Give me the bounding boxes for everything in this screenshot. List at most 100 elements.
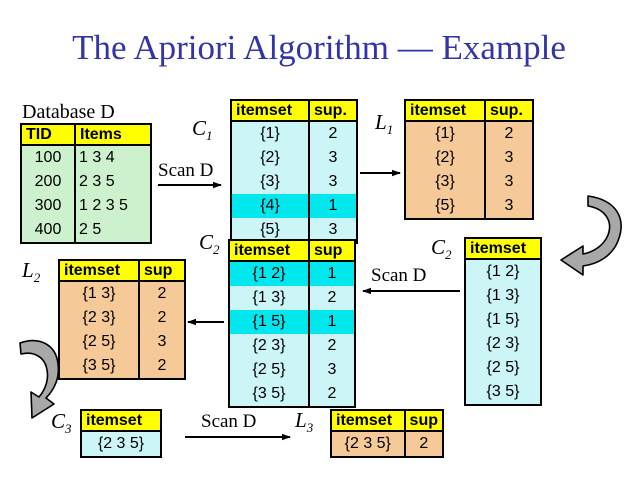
label-l3: L3: [295, 408, 314, 436]
database-table: TID Items 100 1 3 4 200 2 3 5 300 1 2 3 …: [20, 123, 152, 244]
cell-tid: 100: [22, 145, 76, 170]
column-header-sup: sup: [404, 411, 442, 432]
cell-items: 2 3 5: [75, 170, 150, 194]
scan-d-label-1: Scan D: [158, 160, 214, 181]
c1-table: itemset sup. {1} 2 {2} 3 {3} 3 {4}: [230, 99, 358, 244]
cell-sup: 3: [309, 218, 356, 242]
table-row: 300 1 2 3 5: [22, 194, 150, 218]
table-row: {3} 3: [232, 170, 356, 194]
cell-itemset: {2 3}: [466, 332, 540, 356]
table-header-row: itemset: [82, 411, 160, 432]
cell-sup: 2: [139, 354, 184, 378]
cell-itemset: {3}: [232, 170, 310, 194]
scan-d-label-2: Scan D: [371, 265, 427, 286]
table-row: {2 5} 3: [60, 330, 184, 354]
cell-itemset: {3}: [406, 170, 486, 194]
cell-tid: 200: [22, 170, 76, 194]
table-row: 100 1 3 4: [22, 145, 150, 170]
cell-itemset: {2}: [406, 146, 486, 170]
cell-itemset: {3 5}: [230, 382, 310, 406]
table-row: {3 5} 2: [60, 354, 184, 378]
column-header-itemset: itemset: [232, 101, 310, 122]
label-l2: L2: [22, 258, 41, 286]
cell-itemset: {2 5}: [60, 330, 140, 354]
label-c3: C3: [51, 409, 72, 437]
table-row: {1 3}: [466, 284, 540, 308]
cell-sup: 2: [139, 306, 184, 330]
l2-table: itemset sup {1 3} 2 {2 3} 2 {2 5} 3: [58, 259, 186, 380]
cell-itemset: {1 2}: [230, 261, 310, 286]
curved-arrow-right: [560, 195, 622, 276]
cell-items: 1 2 3 5: [75, 194, 150, 218]
table-row: 200 2 3 5: [22, 170, 150, 194]
cell-sup: 2: [309, 334, 354, 358]
table-header-row: itemset sup.: [232, 101, 356, 122]
table-row: {2 5} 3: [230, 358, 354, 382]
cell-itemset: {2 3 5}: [332, 431, 406, 456]
table-row: {3} 3: [406, 170, 532, 194]
table-header-row: itemset: [466, 239, 540, 260]
table-row: 400 2 5: [22, 218, 150, 242]
table-header-row: itemset sup: [60, 261, 184, 282]
cell-itemset: {1}: [406, 121, 486, 146]
cell-sup: 3: [485, 170, 532, 194]
l1-table: itemset sup. {1} 2 {2} 3 {3} 3 {5}: [404, 99, 534, 220]
label-l1: L1: [375, 110, 394, 138]
table-row: {1 3} 2: [230, 286, 354, 310]
curved-arrow-left: [19, 339, 60, 419]
cell-sup: 3: [485, 146, 532, 170]
cell-itemset: {1 5}: [466, 308, 540, 332]
cell-sup: 3: [139, 330, 184, 354]
table-row: {5} 3: [232, 218, 356, 242]
label-c1: C1: [192, 116, 213, 144]
table-header-row: itemset sup: [230, 241, 354, 262]
column-header-itemset: itemset: [332, 411, 406, 432]
table-row-pruned: {4} 1: [232, 194, 356, 218]
cell-sup: 1: [309, 261, 354, 286]
table-row: {2 3} 2: [230, 334, 354, 358]
column-header-itemset: itemset: [82, 411, 160, 432]
column-header-tid: TID: [22, 125, 76, 146]
cell-itemset: {3 5}: [60, 354, 140, 378]
cell-itemset: {1 3}: [230, 286, 310, 310]
table-row: {3 5}: [466, 380, 540, 404]
column-header-itemset: itemset: [466, 239, 540, 260]
table-row: {2} 3: [232, 146, 356, 170]
cell-itemset: {2 5}: [230, 358, 310, 382]
cell-sup: 2: [404, 431, 442, 456]
c3-table: itemset {2 3 5}: [80, 409, 162, 458]
cell-itemset: {2 5}: [466, 356, 540, 380]
l3-table: itemset sup {2 3 5} 2: [330, 409, 444, 458]
column-header-itemset: itemset: [60, 261, 140, 282]
table-row: {2 3 5}: [82, 431, 160, 456]
cell-items: 1 3 4: [75, 145, 150, 170]
table-row: {1 2}: [466, 259, 540, 284]
table-row: {2 3 5} 2: [332, 431, 442, 456]
c2-itemset-table: itemset {1 2} {1 3} {1 5} {2 3} {2 5} {3…: [464, 237, 542, 406]
table-header-row: TID Items: [22, 125, 150, 146]
table-row: {5} 3: [406, 194, 532, 218]
table-header-row: itemset sup: [332, 411, 442, 432]
cell-itemset: {1 3}: [466, 284, 540, 308]
column-header-itemset: itemset: [406, 101, 486, 122]
cell-itemset: {2}: [232, 146, 310, 170]
table-row: {2 3} 2: [60, 306, 184, 330]
cell-sup: 3: [309, 146, 356, 170]
cell-itemset: {2 3 5}: [82, 431, 160, 456]
cell-sup: 2: [139, 281, 184, 306]
table-row: {1} 2: [232, 121, 356, 146]
cell-sup: 2: [309, 121, 356, 146]
c2-support-table: itemset sup {1 2} 1 {1 3} 2 {1 5} 1: [228, 239, 356, 408]
table-row: {1 5}: [466, 308, 540, 332]
cell-itemset: {1 2}: [466, 259, 540, 284]
cell-itemset: {1 5}: [230, 310, 310, 334]
cell-sup: 3: [309, 170, 356, 194]
cell-sup: 1: [309, 310, 354, 334]
cell-itemset: {2 3}: [230, 334, 310, 358]
cell-itemset: {1}: [232, 121, 310, 146]
cell-sup: 2: [485, 121, 532, 146]
column-header-sup: sup.: [309, 101, 356, 122]
table-row: {1 3} 2: [60, 281, 184, 306]
column-header-itemset: itemset: [230, 241, 310, 262]
